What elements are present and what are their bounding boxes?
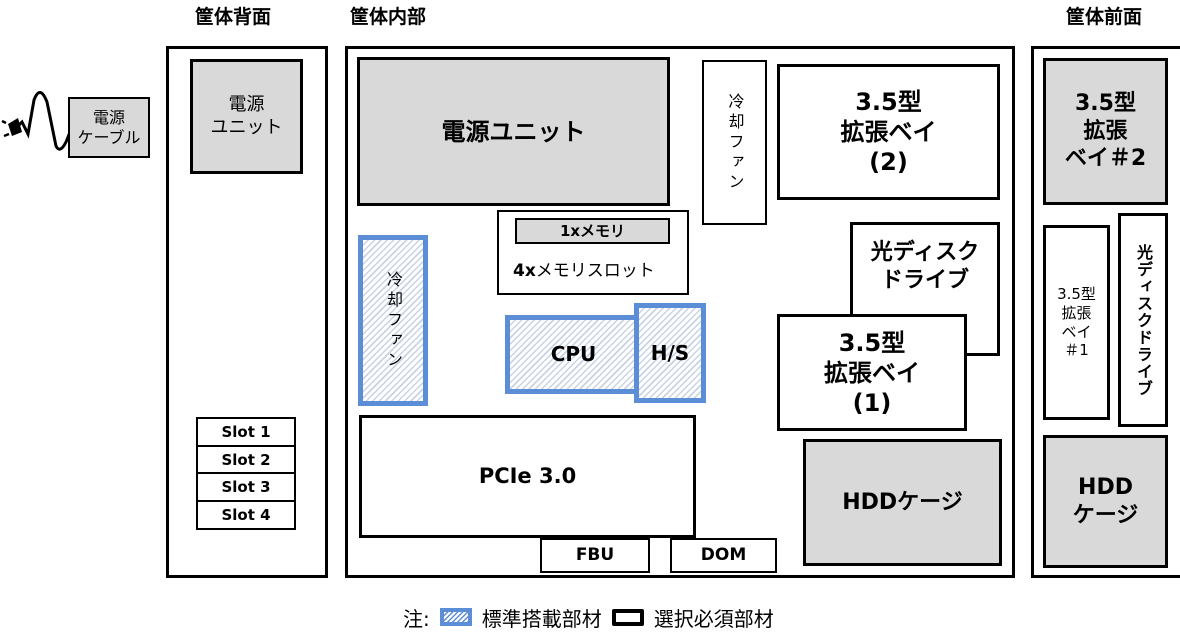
rear-psu: 電源 ユニット — [190, 59, 303, 174]
heading-rear: 筐体背面 — [195, 6, 272, 28]
fbu: FBU — [540, 538, 650, 573]
slot-item: Slot 1 — [196, 417, 296, 447]
power-cable: 電源 ケーブル — [68, 97, 150, 158]
memory-slots: 1xメモリ 4xメモリスロット — [497, 210, 689, 295]
front-bay-1: 3.5型 拡張 ベイ ＃1 — [1043, 225, 1110, 420]
inside-hdd-cage: HDDケージ — [803, 439, 1002, 566]
legend-required-label: 選択必須部材 — [653, 606, 774, 631]
power-plug-icon — [1, 91, 72, 151]
slot-item: Slot 3 — [196, 472, 296, 502]
rear-panel — [166, 46, 328, 578]
inside-bay-1: 3.5型 拡張ベイ (1) — [777, 314, 967, 431]
front-hdd-cage: HDD ケージ — [1043, 435, 1168, 568]
front-optical-drive: 光ディスクドライブ — [1118, 213, 1168, 427]
pcie-slot: PCIe 3.0 — [359, 415, 696, 538]
memory-slots-text: メモリスロット — [535, 261, 655, 281]
inside-bay-2: 3.5型 拡張ベイ (2) — [777, 64, 1000, 200]
inside-panel — [345, 46, 1015, 578]
memory-slots-label: 4xメモリスロット — [513, 256, 655, 281]
heading-front: 筐体前面 — [1066, 6, 1143, 28]
dom: DOM — [670, 538, 777, 573]
slot-item: Slot 4 — [196, 499, 296, 530]
slot-item: Slot 2 — [196, 444, 296, 475]
legend-prefix: 注: — [403, 606, 430, 631]
memory-module: 1xメモリ — [515, 218, 670, 244]
slot-list: Slot 1 Slot 2 Slot 3 Slot 4 — [196, 417, 296, 530]
front-bay-2: 3.5型 拡張 ベイ＃2 — [1043, 58, 1168, 205]
inside-fan-top: 冷却ファン — [702, 60, 767, 225]
heading-inside: 筐体内部 — [350, 6, 427, 28]
heatsink: H/S — [634, 303, 706, 403]
legend-required-swatch — [611, 608, 644, 626]
legend: 注: 標準搭載部材 選択必須部材 — [403, 600, 774, 634]
cpu: CPU — [505, 315, 642, 394]
memory-slots-count: 4x — [513, 261, 536, 281]
legend-standard-swatch — [439, 608, 472, 626]
inside-psu: 電源ユニット — [357, 57, 670, 206]
legend-standard-label: 標準搭載部材 — [481, 606, 602, 631]
front-panel — [1031, 46, 1180, 578]
inside-fan-left: 冷却ファン — [358, 235, 428, 406]
